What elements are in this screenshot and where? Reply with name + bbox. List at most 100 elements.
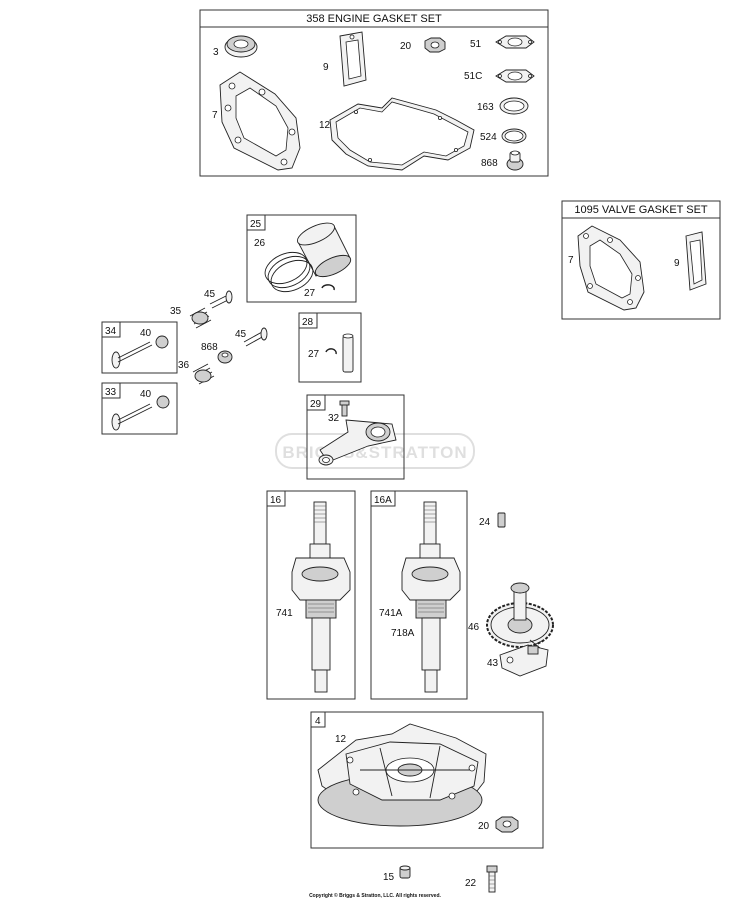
callout-3: 3 (213, 47, 219, 58)
intake-valve-part (111, 403, 153, 431)
piston-part (296, 222, 352, 278)
intake-valve-box-frame (101, 382, 178, 435)
valve-set-cover-gasket-part (685, 231, 707, 291)
pin-box-frame (298, 312, 362, 383)
exhaust-valve-box-frame (101, 321, 178, 374)
crankshaft-box-b: 16A 741A 718A (370, 490, 468, 700)
callout-15: 15 (383, 872, 395, 883)
callout-45-upper: 45 (204, 289, 216, 300)
callout-741: 741 (276, 608, 293, 619)
crankshaft-box-b-frame (370, 490, 468, 700)
rod-box-frame (306, 394, 405, 480)
governor-bracket-part (499, 639, 549, 677)
engine-gasket-set-frame (199, 9, 549, 177)
connecting-rod-box: 29 32 (306, 394, 405, 480)
sump-box-id: 4 (315, 716, 321, 727)
sump-box: 4 12 20 (310, 711, 544, 849)
intake-valve-box-id: 33 (105, 387, 117, 398)
piston-box-frame (246, 214, 357, 303)
callout-36: 36 (178, 360, 190, 371)
dowel-pin-part (497, 512, 506, 528)
piston-pin-part (342, 333, 354, 373)
valve-seal-loose-part (217, 350, 233, 364)
valve-gasket-set-title: 1095 VALVE GASKET SET (574, 204, 708, 216)
valve-seal-part (506, 150, 524, 171)
intake-gasket-part (495, 35, 535, 49)
crankshaft-box-b-id: 16A (374, 495, 392, 506)
valve-spring-upper-part (189, 307, 212, 329)
piston-rings-part (264, 251, 314, 293)
sump-box-frame (310, 711, 544, 849)
rod-bolt-part (339, 400, 350, 417)
callout-9: 9 (323, 62, 329, 73)
callout-35: 35 (170, 306, 182, 317)
piston-box-id: 25 (250, 219, 262, 230)
drain-plug-part (399, 865, 411, 879)
intake-gasket-c-part (495, 69, 535, 83)
callout-12-sump: 12 (335, 734, 347, 745)
crankshaft-a-part (291, 501, 351, 693)
valve-spring-lower-part (192, 363, 215, 385)
callout-741a: 741A (379, 608, 403, 619)
crankshaft-b-part (401, 501, 461, 693)
callout-24: 24 (479, 517, 491, 528)
callout-9-valve: 9 (674, 258, 680, 269)
connecting-rod-part (318, 419, 397, 466)
retainer-clip-part (321, 284, 335, 291)
callout-718a: 718A (391, 628, 415, 639)
valve-gasket-set-frame (561, 200, 721, 320)
copyright-text: Copyright © Briggs & Stratton, LLC. All … (309, 892, 441, 899)
callout-7-valve: 7 (568, 255, 574, 266)
callout-12-gasket: 12 (319, 120, 331, 131)
callout-27-pin: 27 (308, 349, 320, 360)
callout-40-intake: 40 (140, 389, 152, 400)
rod-box-id: 29 (310, 399, 322, 410)
valve-keeper-part-2 (156, 395, 170, 409)
callout-45-lower: 45 (235, 329, 247, 340)
exhaust-valve-box-id: 34 (105, 326, 117, 337)
callout-7-gasket: 7 (212, 110, 218, 121)
callout-868-loose: 868 (201, 342, 218, 353)
valve-keeper-part (155, 335, 169, 349)
valve-gasket-set: 1095 VALVE GASKET SET 7 9 (561, 200, 721, 320)
callout-51c: 51C (464, 71, 482, 82)
watermark-text: BRIGGS&STRATTON (282, 443, 467, 462)
valve-train: 45 35 45 868 36 (170, 289, 268, 385)
callout-868-gasket: 868 (481, 158, 498, 169)
callout-26: 26 (254, 238, 266, 249)
piston-pin-box: 28 27 (298, 312, 362, 383)
callout-43: 43 (487, 658, 499, 669)
callout-40-exhaust: 40 (140, 328, 152, 339)
sump-cover-part (317, 723, 487, 827)
intake-valve-box: 33 40 (101, 382, 178, 435)
callout-163: 163 (477, 102, 494, 113)
valve-cover-gasket-part (339, 31, 367, 87)
callout-51: 51 (470, 39, 482, 50)
crankshaft-box-a: 16 741 (266, 490, 356, 700)
pin-box-id: 28 (302, 317, 314, 328)
piston-assembly-box: 25 26 27 (246, 214, 357, 303)
exhaust-valve-part (111, 341, 153, 369)
cylinder-head-gasket-part (219, 71, 301, 171)
callout-32: 32 (328, 413, 340, 424)
crankshaft-box-a-frame (266, 490, 356, 700)
nut-part (424, 37, 446, 53)
loose-parts: 15 22 (383, 865, 498, 893)
screw-part (486, 865, 498, 893)
callout-22: 22 (465, 878, 477, 889)
engine-gasket-set: 358 ENGINE GASKET SET 3 9 20 51 (199, 9, 549, 177)
o-ring-524-part (501, 128, 527, 144)
sump-oil-seal-part (495, 816, 519, 833)
camshaft-gear-part (486, 582, 554, 648)
tappet-lower-part (243, 327, 268, 347)
callout-20-gasket: 20 (400, 41, 412, 52)
exhaust-valve-box: 34 40 (101, 321, 178, 374)
tappet-upper-part (209, 290, 233, 309)
o-ring-163-part (499, 97, 529, 115)
oil-seal-part (224, 35, 258, 58)
valve-set-head-gasket-part (577, 225, 645, 311)
camshaft-area: 24 46 43 (468, 512, 554, 677)
callout-46: 46 (468, 622, 480, 633)
callout-524: 524 (480, 132, 497, 143)
